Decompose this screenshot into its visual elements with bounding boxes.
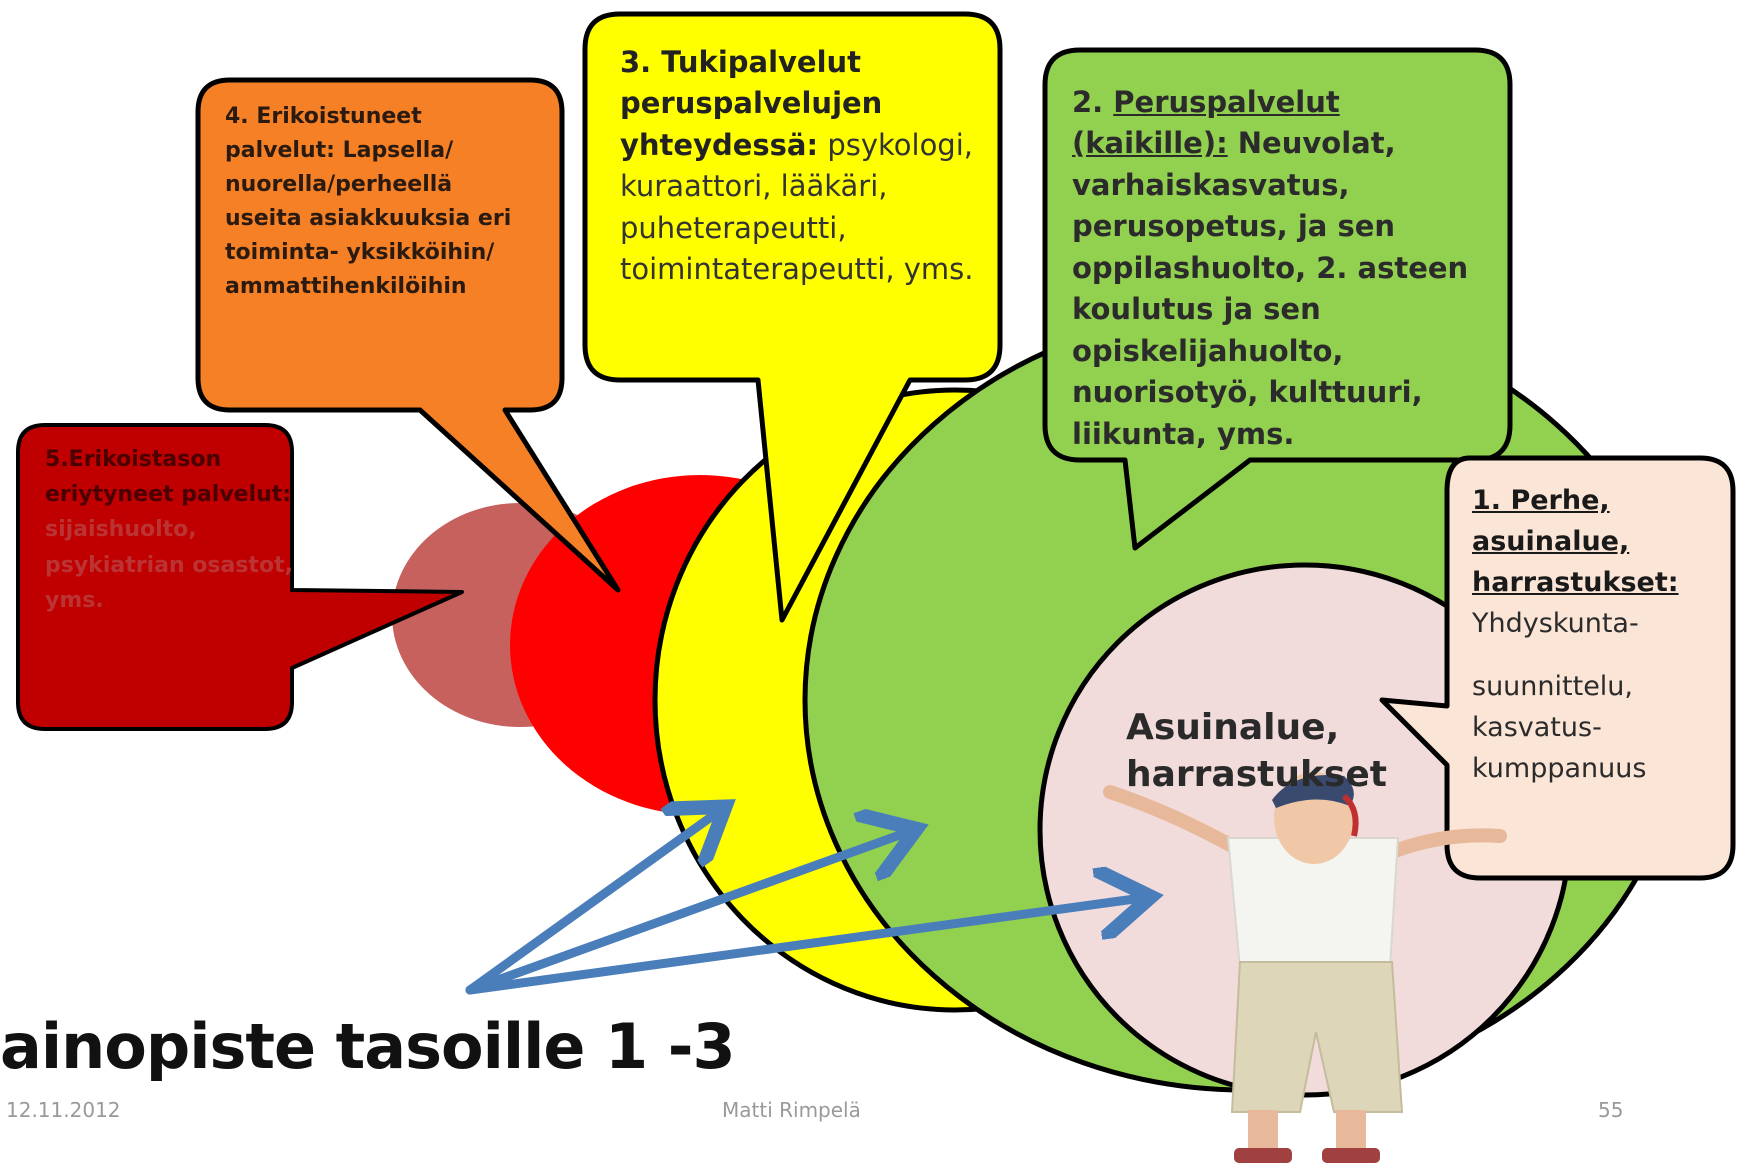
- level1-line4: kumppanuus: [1472, 753, 1647, 785]
- level1-text-block: 1. Perhe, asuinalue, harrastukset: Yhdys…: [1472, 480, 1717, 789]
- level1-line3: kasvatus-: [1472, 712, 1602, 744]
- level5-text-block: 5.Erikoistason eriytyneet palvelut: sija…: [45, 442, 295, 618]
- arrow-to-level2: [465, 832, 908, 995]
- slide-title: ainopiste tasoille 1 -3: [0, 1010, 736, 1083]
- level4-text: 4. Erikoistuneet palvelut: Lapsella/ nuo…: [225, 104, 512, 300]
- level5-body: sijaishuolto, psykiatrian osastot, yms.: [45, 517, 293, 613]
- level3-text-block: 3. Tukipalvelut peruspalvelujen yhteydes…: [620, 42, 1000, 291]
- level3-heading: 3. Tukipalvelut peruspalvelujen yhteydes…: [620, 45, 883, 162]
- circle-label: Asuinalue, harrastukset: [1126, 707, 1387, 795]
- footer-page-number: 55: [1598, 1098, 1624, 1122]
- level3-callout: [582, 11, 1003, 623]
- level5-callout: [16, 423, 464, 731]
- level2-heading: Peruspalvelut (kaikille):: [1072, 85, 1340, 161]
- level1-callout: [1379, 455, 1736, 881]
- level2-heading-num: 2.: [1072, 85, 1114, 119]
- level2-callout: [1042, 47, 1513, 551]
- child-photo: [1103, 772, 1507, 1163]
- arrow-to-level3: [465, 812, 718, 995]
- level1-heading: 1. Perhe, asuinalue, harrastukset:: [1472, 485, 1679, 599]
- level2-text-block: 2. Peruspalvelut (kaikille): Neuvolat, v…: [1072, 82, 1492, 455]
- focus-arrows: [465, 812, 1142, 995]
- level4-callout: [195, 77, 621, 593]
- arrow-to-level1: [465, 898, 1142, 995]
- footer-author: Matti Rimpelä: [722, 1098, 861, 1122]
- footer-date: 12.11.2012: [6, 1098, 121, 1122]
- level1-line2: suunnittelu,: [1472, 671, 1633, 703]
- level5-heading: 5.Erikoistason eriytyneet palvelut:: [45, 447, 292, 508]
- level2-body: Neuvolat, varhaiskasvatus, perusopetus, …: [1072, 126, 1469, 451]
- level3-body: psykologi, kuraattori, lääkäri, puhetera…: [620, 127, 974, 287]
- level1-line1: Yhdyskunta-: [1472, 608, 1639, 640]
